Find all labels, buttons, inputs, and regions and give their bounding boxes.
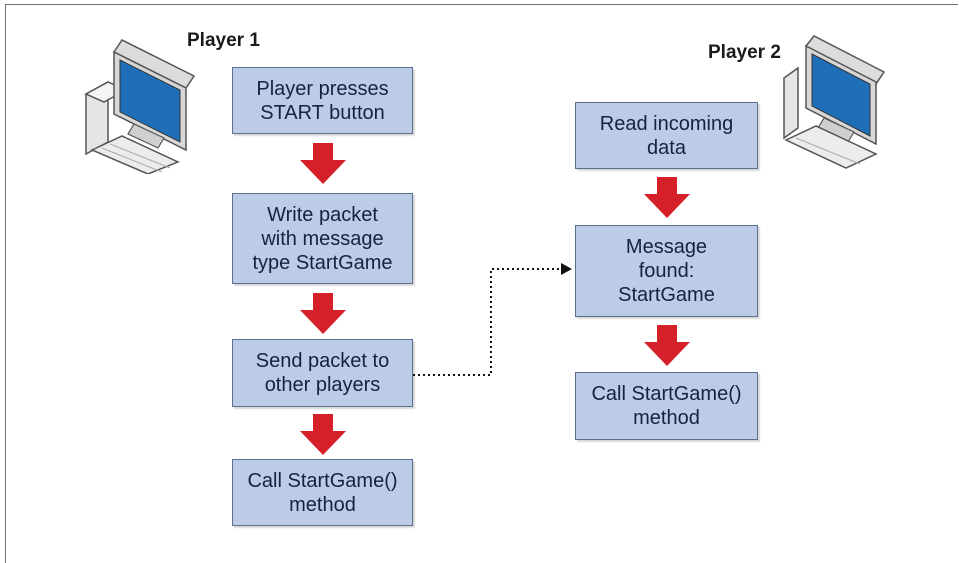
flow-box-send-packet: Send packet to other players bbox=[232, 339, 413, 407]
computer-icon bbox=[84, 39, 196, 174]
flow-box-message-found: Message found: StartGame bbox=[575, 225, 758, 317]
flow-box-press-start: Player presses START button bbox=[232, 67, 413, 134]
flow-box-write-packet: Write packet with message type StartGame bbox=[232, 193, 413, 284]
red-down-arrow bbox=[300, 414, 346, 455]
red-down-arrow bbox=[300, 293, 346, 334]
red-down-arrow bbox=[644, 325, 690, 366]
player2-label: Player 2 bbox=[708, 42, 781, 63]
flow-box-call-startgame-p1: Call StartGame() method bbox=[232, 459, 413, 526]
dotted-connector bbox=[413, 268, 562, 376]
red-down-arrow bbox=[300, 143, 346, 184]
player1-label: Player 1 bbox=[187, 30, 260, 51]
flow-box-read-data: Read incoming data bbox=[575, 102, 758, 169]
connector-arrowhead bbox=[561, 263, 572, 275]
red-down-arrow bbox=[644, 177, 690, 218]
computer-icon bbox=[783, 35, 886, 169]
flow-box-call-startgame-p2: Call StartGame() method bbox=[575, 372, 758, 440]
diagram-frame bbox=[5, 4, 958, 563]
